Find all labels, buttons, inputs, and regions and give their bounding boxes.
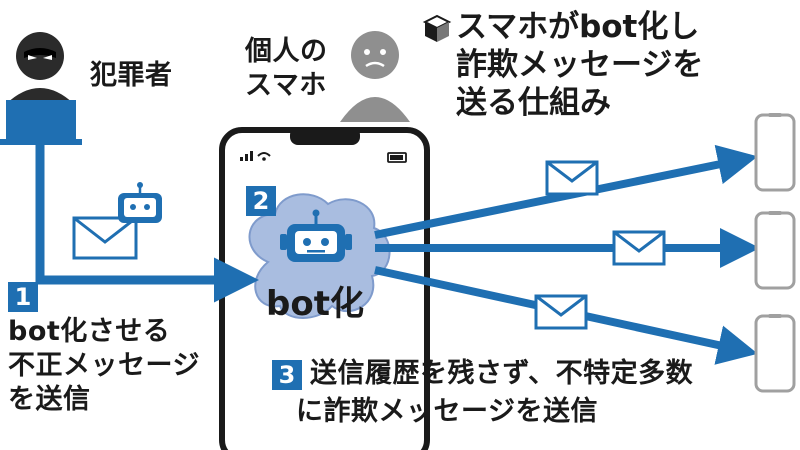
recipient-phone-bottom	[754, 314, 796, 393]
step-1-line-3: を送信	[8, 384, 91, 415]
bot-icon-small	[118, 182, 162, 223]
person-figure	[340, 31, 410, 122]
step-3-line-2: に詐欺メッセージを送信	[296, 396, 598, 427]
personal-phone-label-1: 個人の	[245, 36, 328, 67]
cube-icon	[422, 14, 452, 42]
arrow-out-top	[374, 144, 758, 239]
recipient-phone-top	[754, 113, 796, 192]
criminal-label: 犯罪者	[90, 60, 173, 91]
envelope-icon	[72, 216, 138, 260]
step-2-badge: 2	[246, 186, 276, 216]
step-3-badge: 3	[272, 360, 302, 390]
bot-icon-large	[280, 209, 352, 262]
personal-phone-label-2: スマホ	[245, 70, 327, 101]
criminal-figure	[6, 32, 74, 104]
title-line-2: 詐欺メッセージを	[456, 47, 704, 83]
recipient-phone-middle	[754, 211, 796, 290]
envelope-icon-top	[545, 160, 599, 196]
step-1-line-2: 不正メッセージ	[8, 350, 200, 381]
signal-icon	[240, 151, 271, 161]
envelope-icon-bottom	[534, 294, 588, 330]
step-1-line-1: bot化させる	[8, 316, 171, 347]
laptop-icon	[0, 100, 82, 145]
bot-label: bot化	[266, 284, 364, 324]
battery-icon	[387, 152, 407, 163]
arrow-criminal-to-phone	[35, 145, 259, 303]
title-line-3: 送る仕組み	[456, 85, 611, 121]
envelope-icon-middle	[612, 230, 666, 266]
step-3-line-1: 送信履歴を残さず、不特定多数	[310, 358, 694, 389]
step-1-badge: 1	[8, 282, 38, 312]
title-line-1: スマホがbot化し	[456, 9, 700, 45]
